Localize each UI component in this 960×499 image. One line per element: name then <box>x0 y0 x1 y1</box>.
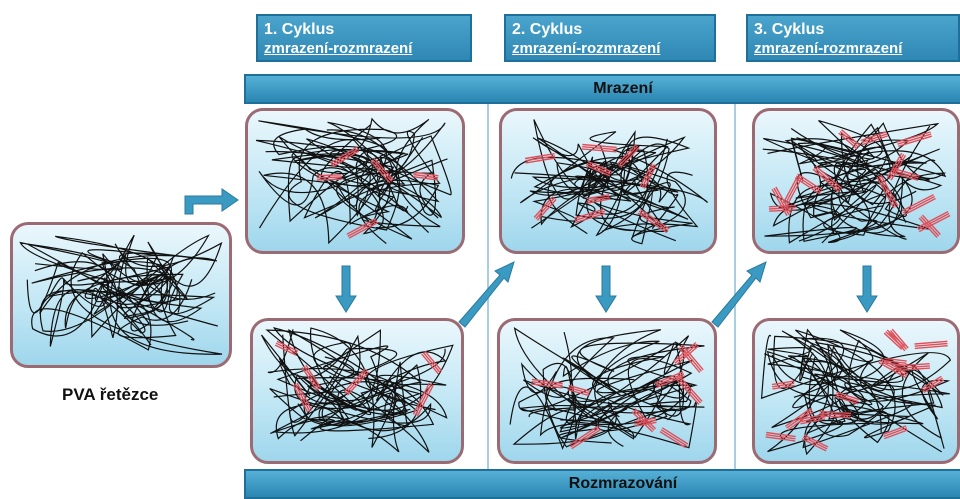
polymer-network <box>500 321 714 461</box>
polymer-network <box>248 111 462 251</box>
polymer-network <box>13 225 229 365</box>
arrow-down-cycle-3 <box>857 266 877 312</box>
cycle-2-title: 2. Cyklus <box>512 20 714 39</box>
crystallite-junction <box>317 175 342 180</box>
arrow-diag-cycle-2-to-3 <box>712 262 766 327</box>
freezing-bar: Mrazení <box>244 74 960 104</box>
arrow-down-cycle-1 <box>336 266 356 312</box>
panel-cycle-2-frozen <box>499 108 717 254</box>
cycle-3-title: 3. Cyklus <box>754 20 958 39</box>
cycle-1-subtitle: zmrazení-rozmrazení <box>264 39 470 58</box>
freezing-label: Mrazení <box>593 80 653 97</box>
crystallite-junction <box>660 428 688 448</box>
crystallite-junction <box>525 154 555 163</box>
arrow-down-cycle-2 <box>596 266 616 312</box>
polymer-network <box>755 321 957 461</box>
polymer-network <box>502 111 714 251</box>
crystallite-junction <box>897 132 932 146</box>
panel-cycle-1-frozen <box>245 108 465 254</box>
thawing-label: Rozmrazování <box>569 475 677 492</box>
column-divider-1 <box>487 104 489 469</box>
panel-source-chains <box>10 222 232 368</box>
source-caption: PVA řetězce <box>62 385 158 405</box>
thawing-bar: Rozmrazování <box>244 469 960 499</box>
cycle-3-subtitle: zmrazení-rozmrazení <box>754 39 958 58</box>
panel-cycle-1-thawed <box>250 318 464 464</box>
panel-cycle-3-frozen <box>752 108 960 254</box>
cycle-2-header: 2. Cyklus zmrazení-rozmrazení <box>504 14 716 62</box>
column-divider-2 <box>734 104 736 469</box>
cycle-1-header: 1. Cyklus zmrazení-rozmrazení <box>256 14 472 62</box>
cycle-2-subtitle: zmrazení-rozmrazení <box>512 39 714 58</box>
polymer-network <box>253 321 461 461</box>
panel-cycle-3-thawed <box>752 318 960 464</box>
arrow-source-to-cycle-1 <box>185 189 238 214</box>
crystallite-junction <box>582 145 617 152</box>
polymer-network <box>755 111 957 251</box>
cycle-1-title: 1. Cyklus <box>264 20 470 39</box>
cycle-3-header: 3. Cyklus zmrazení-rozmrazení <box>746 14 960 62</box>
crystallite-junction <box>915 341 948 348</box>
panel-cycle-2-thawed <box>497 318 717 464</box>
polymer-chain <box>768 124 938 240</box>
